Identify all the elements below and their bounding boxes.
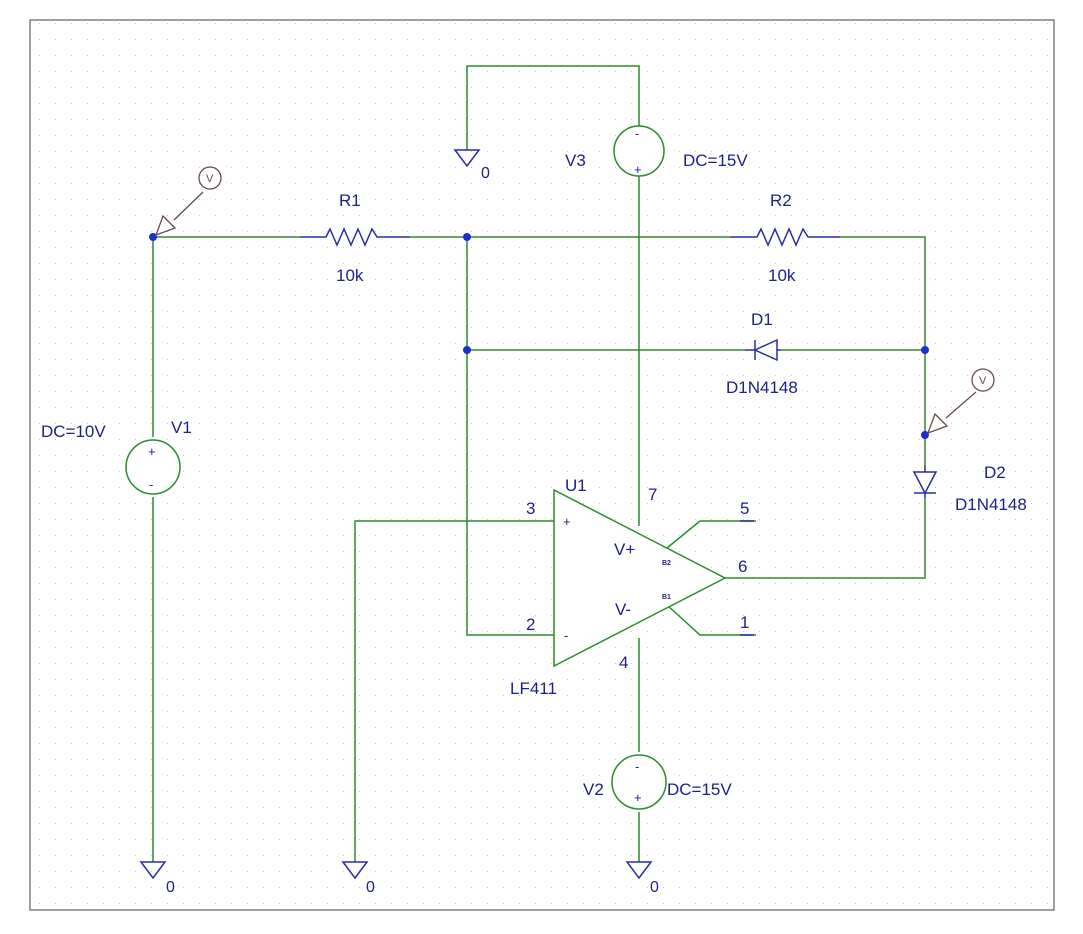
- voltage-source-v2[interactable]: - + V2 DC=15V: [583, 754, 732, 810]
- d2-name: D2: [984, 463, 1006, 482]
- v3-minus: -: [635, 126, 639, 141]
- opamp-vminus-label: V-: [615, 600, 631, 619]
- v1-name: V1: [171, 418, 192, 437]
- opamp-u1[interactable]: + - V+ V- B2 B1 U1 LF411 3 2 7 4 6 5 1: [510, 476, 754, 698]
- junction-dot: [921, 431, 929, 439]
- junction-dot: [463, 346, 471, 354]
- v1-minus: -: [149, 477, 153, 492]
- junctions: [149, 233, 929, 439]
- probe-label: V: [979, 375, 987, 387]
- v2-value: DC=15V: [667, 780, 732, 799]
- opamp-model: LF411: [510, 679, 557, 698]
- opamp-name: U1: [565, 476, 587, 495]
- v2-minus: -: [635, 759, 639, 774]
- ground-symbol-v1: 0: [139, 861, 175, 896]
- junction-dot: [921, 346, 929, 354]
- pin-5: 5: [740, 499, 749, 518]
- ground-symbol-top: 0: [453, 149, 490, 182]
- junction-dot: [463, 233, 471, 241]
- r2-value: 10k: [768, 266, 796, 285]
- ground-label: 0: [166, 879, 175, 896]
- schematic-frame: [29, 19, 1055, 911]
- pin-6: 6: [738, 557, 747, 576]
- diode-d2[interactable]: D2 D1N4148: [912, 463, 1027, 514]
- pin-3: 3: [526, 499, 535, 518]
- v1-plus: +: [148, 444, 156, 459]
- pin-7: 7: [648, 485, 657, 504]
- r2-name: R2: [770, 191, 792, 210]
- diode-d1[interactable]: D1 D1N4148: [726, 310, 798, 397]
- opamp-vplus-label: V+: [614, 540, 635, 559]
- opamp-b2-label: B2: [662, 560, 671, 567]
- v3-value: DC=15V: [683, 151, 748, 170]
- voltage-probe-right[interactable]: V: [926, 368, 995, 435]
- wires: [152, 65, 926, 862]
- v2-plus: +: [634, 790, 642, 805]
- ground-label: 0: [650, 879, 659, 896]
- v3-plus: +: [634, 162, 642, 177]
- r1-value: 10k: [336, 266, 364, 285]
- junction-dot: [149, 233, 157, 241]
- r1-name: R1: [339, 191, 361, 210]
- pin-2: 2: [526, 615, 535, 634]
- probe-label: V: [206, 173, 214, 185]
- d1-name: D1: [751, 310, 773, 329]
- opamp-in-plus: +: [563, 514, 571, 529]
- resistor-r1[interactable]: R1 10k: [300, 191, 410, 285]
- ground-label: 0: [481, 165, 490, 182]
- v1-value: DC=10V: [41, 422, 106, 441]
- ground-label: 0: [366, 879, 375, 896]
- opamp-in-minus: -: [564, 628, 568, 643]
- ground-symbol-pin3: 0: [341, 861, 375, 896]
- v3-name: V3: [565, 151, 586, 170]
- v2-name: V2: [583, 780, 604, 799]
- voltage-probe-left[interactable]: V: [154, 166, 222, 237]
- d1-model: D1N4148: [726, 378, 798, 397]
- pin-4: 4: [619, 653, 628, 672]
- opamp-b1-label: B1: [662, 594, 671, 601]
- voltage-source-v3[interactable]: - + V3 DC=15V: [565, 125, 748, 177]
- resistor-r2[interactable]: R2 10k: [730, 191, 840, 285]
- ground-symbol-v2: 0: [625, 861, 659, 896]
- voltage-source-v1[interactable]: + - DC=10V V1: [41, 418, 192, 495]
- d2-model: D1N4148: [955, 495, 1027, 514]
- pin-1: 1: [740, 613, 749, 632]
